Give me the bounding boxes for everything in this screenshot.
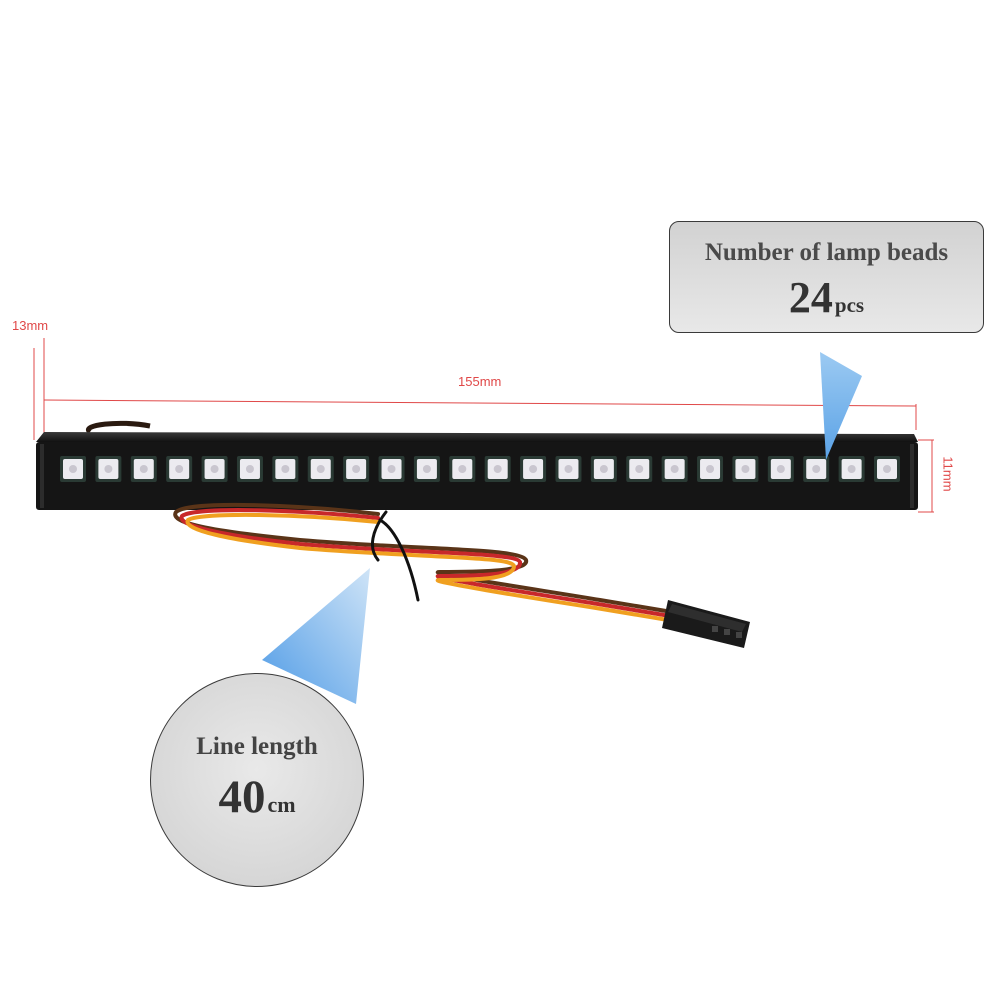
lamp-bead [590,456,617,482]
bead-count-number: 24 [788,273,833,322]
lamp-bead [60,456,86,482]
rear-wire [85,420,151,435]
lamp-bead [413,456,440,482]
length-dimension-line [43,399,917,407]
lamp-bead [378,456,405,482]
servo-connector [662,600,750,648]
lamp-bead [307,456,334,482]
depth-dimension-label: 13mm [12,318,49,333]
height-dimension-label: 11mm [940,456,956,492]
line-length-callout: Line length 40cm [150,673,364,887]
lamp-bead [95,456,122,482]
lamp-bead [555,456,582,482]
cable-tie [378,518,420,602]
wire-brown [173,502,674,614]
bar-end-cap [910,444,914,508]
bar-top-face [36,432,918,442]
lamp-bead [838,456,865,482]
line-length-number: 40 [218,771,266,823]
lamp-bead [272,456,299,482]
light-bar [36,432,918,510]
bead-count-title: Number of lamp beads [704,239,949,266]
bead-callout-pointer [820,352,862,460]
wire-orange [185,512,670,622]
bead-count-value-line: 24pcs [670,274,983,332]
line-callout-pointer [262,568,370,704]
lamp-bead [767,456,794,482]
lamp-bead [236,456,263,482]
bead-count-unit: pcs [834,293,865,317]
lamp-bead [166,456,193,482]
lamp-bead [697,456,724,482]
lamp-bead [201,456,228,482]
lamp-beads [60,456,900,482]
lamp-bead [874,456,900,482]
bead-count-callout: Number of lamp beads 24pcs [669,221,984,333]
dimension-lines [33,338,934,513]
lamp-bead [803,456,830,482]
lamp-bead [130,456,157,482]
bar-end-cap [40,444,44,508]
line-length-value-line: 40cm [151,770,363,835]
line-length-unit: cm [267,792,296,817]
length-dimension-label: 155mm [458,374,502,389]
lamp-bead [520,456,547,482]
lamp-bead [626,456,653,482]
wire-harness [173,502,674,622]
lamp-bead [484,456,511,482]
lamp-bead [343,456,370,482]
lamp-bead [732,456,759,482]
cable-tie [370,510,388,562]
lamp-bead [449,456,476,482]
line-length-title: Line length [196,733,318,760]
lamp-bead [661,456,688,482]
